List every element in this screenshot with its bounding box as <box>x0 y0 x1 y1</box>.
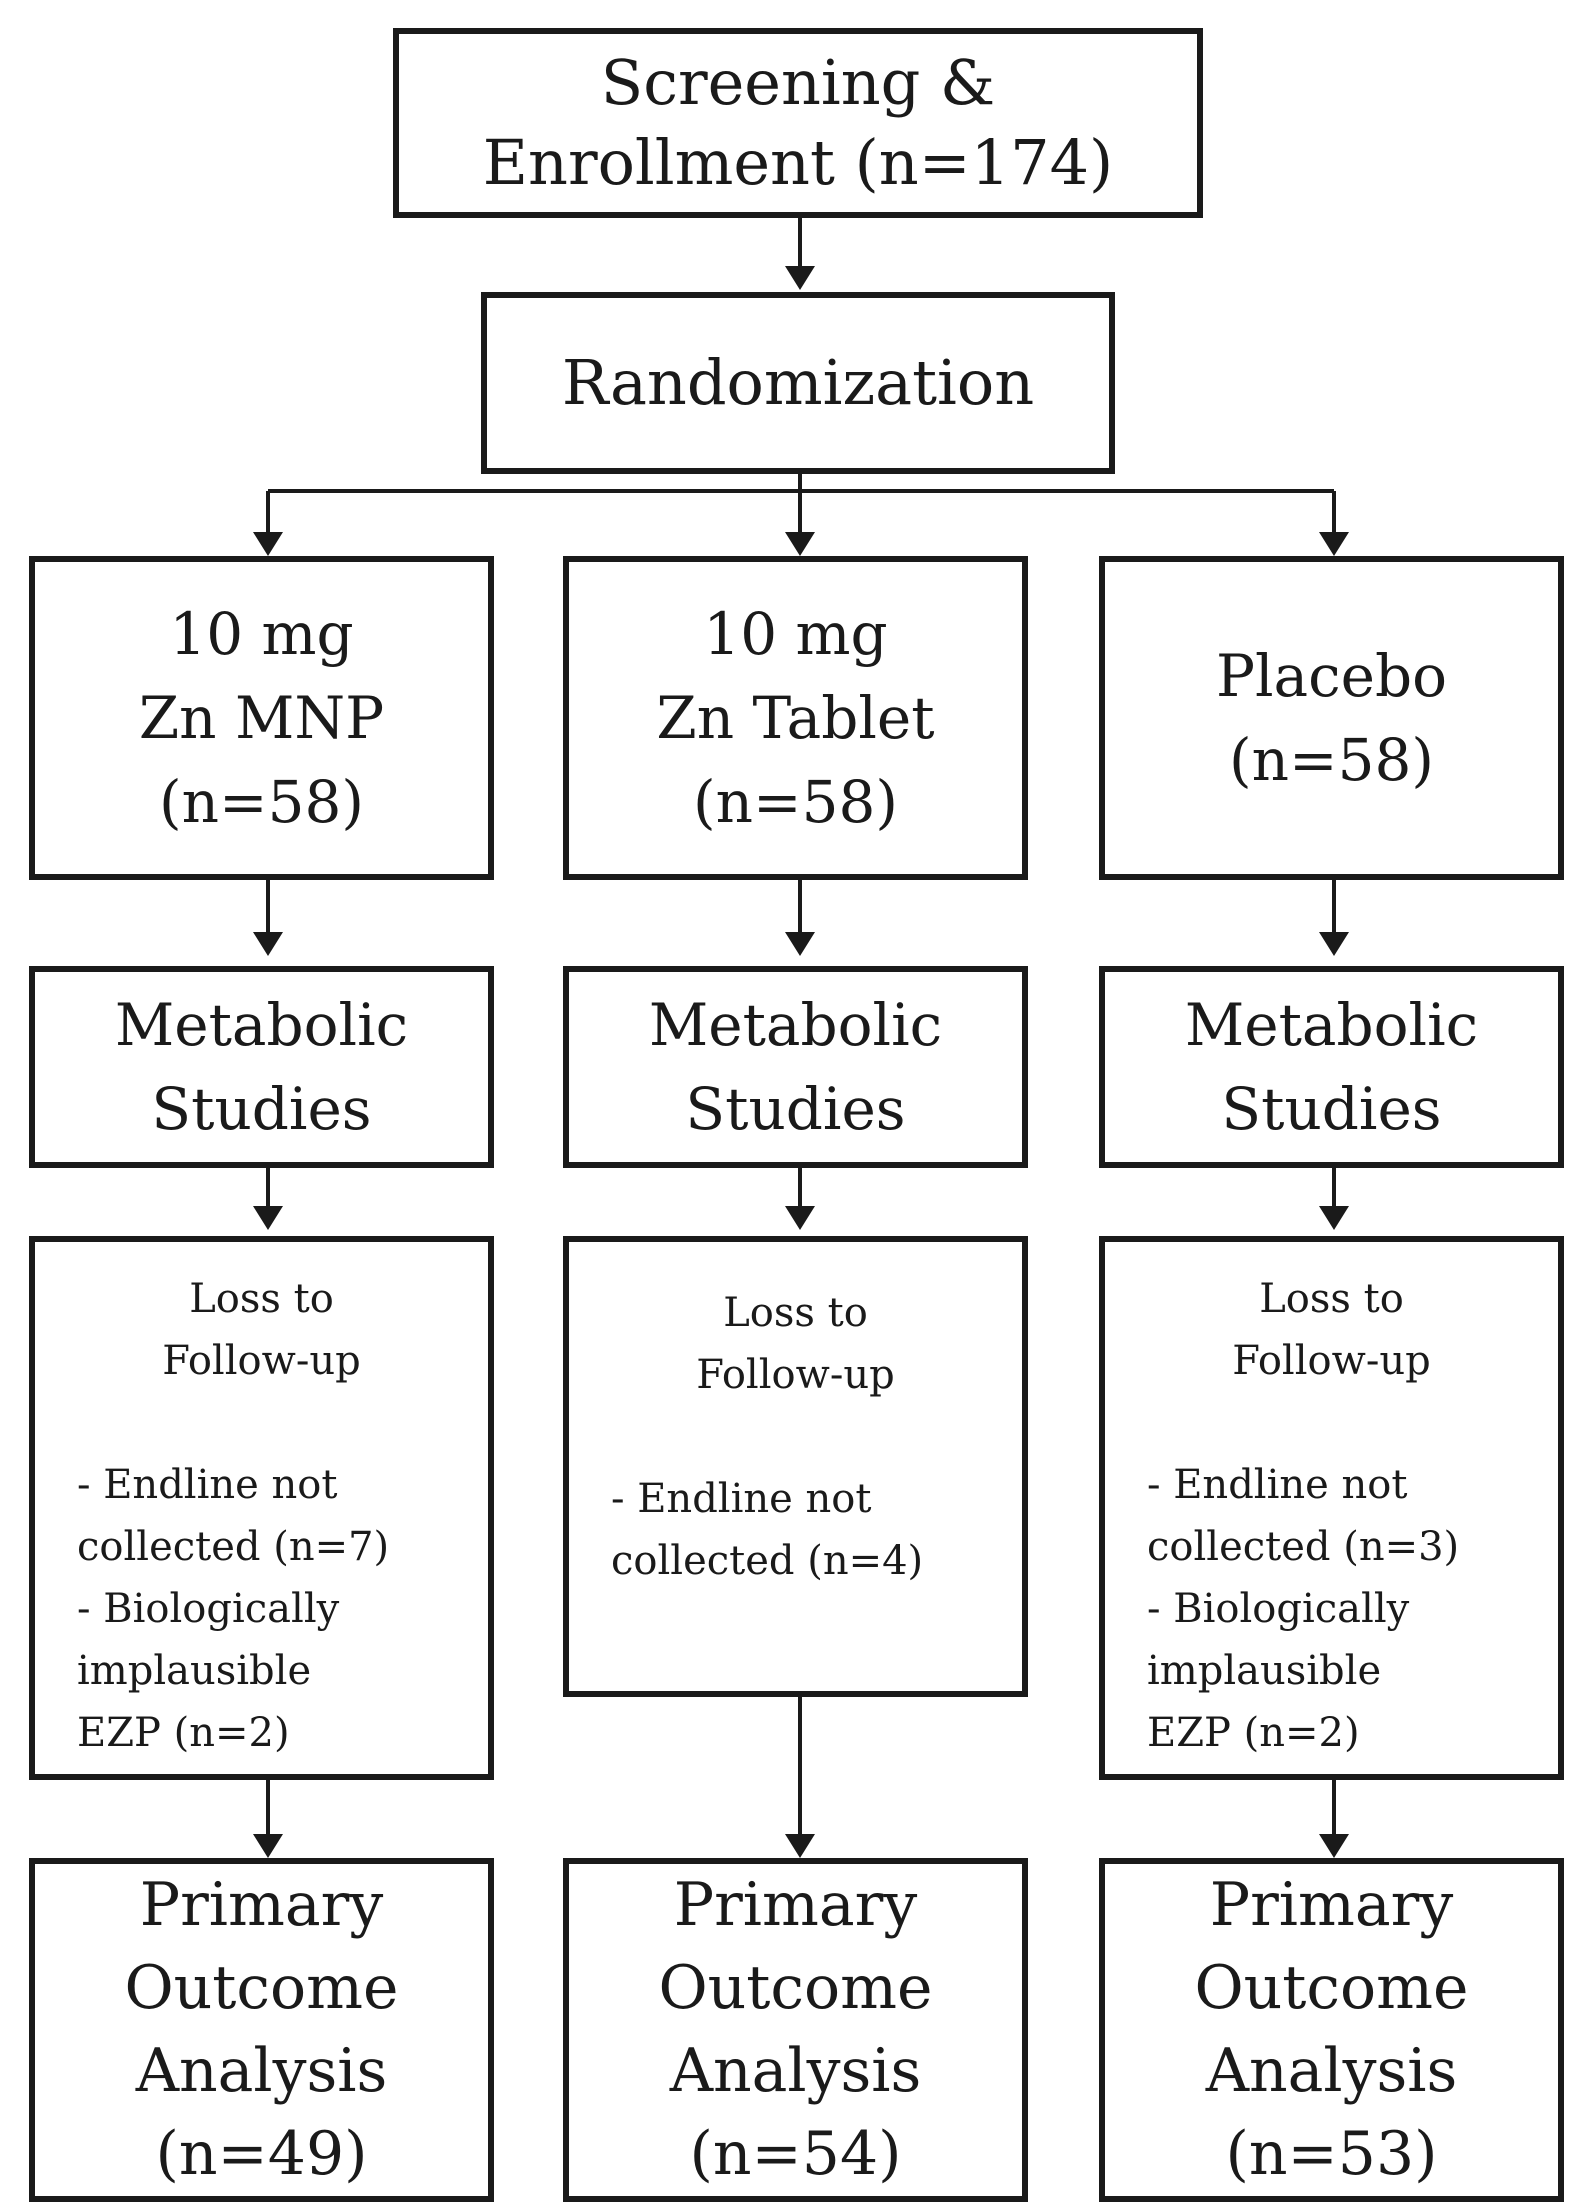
outcome-label-line: Analysis <box>1205 2036 1458 2106</box>
arrowhead-metabolic-2 <box>785 932 815 956</box>
loss-reason-line: implausible <box>1147 1648 1382 1694</box>
metabolic-label-line: Studies <box>151 1075 372 1143</box>
arm-box-zn-tablet: 10 mg Zn Tablet (n=58) <box>563 556 1028 880</box>
primary-outcome-box: Primary Outcome Analysis (n=49) <box>29 1858 494 2202</box>
screening-enrollment-box: Screening & Enrollment (n=174) <box>393 28 1203 218</box>
primary-outcome-box: Primary Outcome Analysis (n=54) <box>563 1858 1028 2202</box>
screening-label-line-1: Screening & <box>600 46 996 119</box>
outcome-label-line: Primary <box>673 1870 918 1940</box>
arrowhead-loss-1 <box>253 1206 283 1230</box>
arrowhead-arm-1 <box>253 532 283 556</box>
loss-reason-line: - Endline not <box>611 1476 872 1522</box>
arm-label-line: 10 mg <box>169 600 354 668</box>
arm-box-placebo: Placebo (n=58) <box>1099 556 1564 880</box>
metabolic-studies-box: Metabolic Studies <box>29 966 494 1168</box>
loss-title-line: Loss to <box>189 1276 334 1322</box>
loss-reason-line: - Endline not <box>1147 1462 1408 1508</box>
arrowhead-outcome-2 <box>785 1834 815 1858</box>
outcome-label-line: Primary <box>1209 1870 1454 1940</box>
loss-title-line: Loss to <box>1259 1276 1404 1322</box>
arm-label-line: Zn Tablet <box>656 684 935 752</box>
arrowhead-screening <box>785 266 815 290</box>
outcome-label-line: (n=54) <box>689 2119 902 2189</box>
metabolic-studies-box: Metabolic Studies <box>563 966 1028 1168</box>
loss-to-follow-up-box: Loss to Follow-up - Endline not collecte… <box>29 1236 494 1780</box>
randomization-box: Randomization <box>481 292 1115 474</box>
loss-reason-line: - Biologically <box>1147 1586 1410 1632</box>
loss-reason-line: collected (n=7) <box>77 1524 390 1570</box>
loss-title-line: Follow-up <box>162 1338 361 1384</box>
loss-reason-line: EZP (n=2) <box>77 1710 290 1756</box>
loss-reason-line: collected (n=4) <box>611 1538 924 1584</box>
outcome-label-line: Primary <box>139 1870 384 1940</box>
arrowhead-arm-3 <box>1319 532 1349 556</box>
arm-label-line: (n=58) <box>692 768 898 836</box>
randomization-label: Randomization <box>561 346 1035 419</box>
loss-title-line: Follow-up <box>1232 1338 1431 1384</box>
outcome-label-line: Outcome <box>124 1953 399 2023</box>
loss-to-follow-up-box: Loss to Follow-up - Endline not collecte… <box>1099 1236 1564 1780</box>
outcome-label-line: (n=49) <box>155 2119 368 2189</box>
arm-label-line: 10 mg <box>703 600 888 668</box>
arm-label-line: Placebo <box>1215 642 1447 710</box>
outcome-label-line: Outcome <box>1194 1953 1469 2023</box>
outcome-label-line: (n=53) <box>1225 2119 1438 2189</box>
loss-title-line: Follow-up <box>696 1352 895 1398</box>
arrowhead-outcome-3 <box>1319 1834 1349 1858</box>
loss-to-follow-up-box: Loss to Follow-up - Endline not collecte… <box>563 1236 1028 1697</box>
screening-label-line-2: Enrollment (n=174) <box>482 126 1114 199</box>
outcome-label-line: Analysis <box>135 2036 388 2106</box>
arrowhead-loss-2 <box>785 1206 815 1230</box>
loss-reason-line: collected (n=3) <box>1147 1524 1460 1570</box>
metabolic-label-line: Metabolic <box>114 991 409 1059</box>
loss-reason-line: - Endline not <box>77 1462 338 1508</box>
primary-outcome-box: Primary Outcome Analysis (n=53) <box>1099 1858 1564 2202</box>
metabolic-label-line: Metabolic <box>648 991 943 1059</box>
metabolic-label-line: Metabolic <box>1184 991 1479 1059</box>
outcome-label-line: Outcome <box>658 1953 933 2023</box>
arrowhead-arm-2 <box>785 532 815 556</box>
arm-box-zn-mnp: 10 mg Zn MNP (n=58) <box>29 556 494 880</box>
arrowhead-metabolic-3 <box>1319 932 1349 956</box>
outcome-label-line: Analysis <box>669 2036 922 2106</box>
arrowhead-outcome-1 <box>253 1834 283 1858</box>
loss-reason-line: EZP (n=2) <box>1147 1710 1360 1756</box>
arm-label-line: (n=58) <box>158 768 364 836</box>
metabolic-label-line: Studies <box>1221 1075 1442 1143</box>
metabolic-label-line: Studies <box>685 1075 906 1143</box>
loss-reason-line: implausible <box>77 1648 312 1694</box>
metabolic-studies-box: Metabolic Studies <box>1099 966 1564 1168</box>
loss-reason-line: - Biologically <box>77 1586 340 1632</box>
arm-label-line: (n=58) <box>1228 726 1434 794</box>
arm-label-line: Zn MNP <box>138 684 385 752</box>
arrowhead-loss-3 <box>1319 1206 1349 1230</box>
loss-title-line: Loss to <box>723 1290 868 1336</box>
arrowhead-metabolic-1 <box>253 932 283 956</box>
